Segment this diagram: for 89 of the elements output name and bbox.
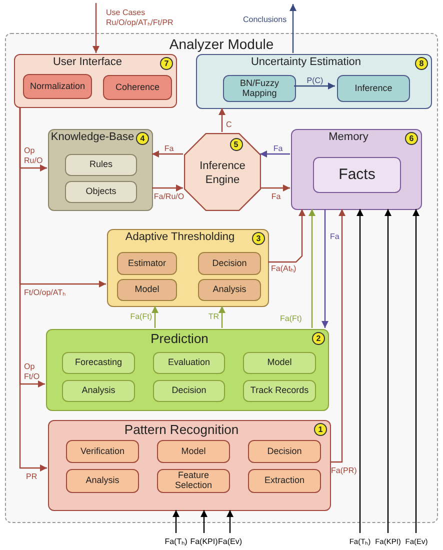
edge-label: Fa <box>330 232 340 242</box>
arrow <box>384 209 392 533</box>
process-box: Estimator <box>117 252 177 275</box>
edge-label: Op Ru/O <box>24 146 44 166</box>
arrow <box>412 209 420 533</box>
arrow <box>218 306 226 328</box>
arrow <box>260 150 290 158</box>
arrow <box>268 209 306 263</box>
arrow <box>226 510 234 533</box>
edge-label: Fa(Ft) <box>129 312 152 322</box>
panel-title: Adaptive Thresholding <box>124 231 236 243</box>
module-panel <box>48 420 331 511</box>
node-label: Inference Engine <box>198 159 246 187</box>
panel-title: User Interface <box>52 56 124 68</box>
arrow <box>19 107 47 472</box>
process-box: Rules <box>65 154 137 176</box>
process-box: Model <box>157 440 230 463</box>
panel-title: Memory <box>328 131 370 143</box>
module-panel <box>14 54 177 108</box>
edge-label: P(C) <box>306 76 324 86</box>
edge-label: Fa(Ft) <box>280 314 303 324</box>
process-box: Track Records <box>243 380 316 402</box>
process-box: Decision <box>198 252 261 275</box>
edge-label: Fa <box>272 144 284 154</box>
number-badge: 8 <box>415 57 428 70</box>
arrow <box>294 82 335 90</box>
arrow <box>322 209 328 328</box>
edge-label: Fa(Tₕ) <box>164 537 188 547</box>
edge-label: Conclusions <box>243 15 288 25</box>
edge-label: Fa <box>270 192 282 202</box>
number-badge: 6 <box>405 132 418 145</box>
edge-label: TR <box>207 312 219 322</box>
number-badge: 1 <box>314 423 327 436</box>
process-box: Extraction <box>248 469 321 493</box>
number-badge: 3 <box>252 232 265 245</box>
process-box: Verification <box>66 440 139 463</box>
arrow <box>330 209 346 463</box>
process-box: Facts <box>313 157 401 193</box>
edge-label: Op Ft/O <box>24 362 41 382</box>
arrow <box>260 184 290 192</box>
edge-label: Fa(PR) <box>331 466 358 476</box>
process-box: BN/Fuzzy Mapping <box>223 75 296 102</box>
process-box: Evaluation <box>153 352 225 374</box>
process-box: Model <box>243 352 316 374</box>
octagon-node <box>184 133 261 211</box>
module-panel <box>107 229 269 307</box>
module-frame <box>5 33 438 523</box>
process-box: Model <box>117 279 177 301</box>
process-box: Normalization <box>23 74 92 99</box>
arrow <box>200 510 208 533</box>
process-box: Analysis <box>198 279 261 301</box>
arrow <box>356 209 364 533</box>
number-badge: 7 <box>160 57 173 70</box>
edge-label: C <box>226 120 233 130</box>
panel-title: Pattern Recognition <box>123 422 240 437</box>
number-badge: 4 <box>136 132 149 145</box>
module-panel <box>196 54 432 109</box>
process-box: Decision <box>248 440 321 463</box>
arrow <box>92 3 100 53</box>
process-box: Analysis <box>62 380 135 402</box>
panel-title: Analyzer Module <box>168 36 275 52</box>
panel-title: Prediction <box>150 331 210 346</box>
process-box: Decision <box>153 380 225 402</box>
edge-label: PR <box>26 472 38 482</box>
process-box: Analysis <box>66 469 139 493</box>
process-box: Coherence <box>103 75 172 100</box>
process-box: Forecasting <box>62 352 135 374</box>
number-badge: 2 <box>312 332 325 345</box>
arrow <box>172 510 180 533</box>
arrow <box>152 306 158 328</box>
process-box: Feature Selection <box>157 469 230 493</box>
arrow <box>218 108 226 132</box>
arrow <box>290 4 296 53</box>
edge-label: Fa(KPI) <box>189 537 218 547</box>
arrow <box>152 184 183 192</box>
arrow <box>152 150 183 158</box>
edge-label: Fa(Atₕ) <box>271 264 298 274</box>
edge-label: Fa/Ru/O <box>152 192 186 202</box>
panel-title: Knowledge-Base <box>50 131 136 143</box>
module-panel <box>291 129 422 210</box>
module-panel <box>48 129 153 211</box>
process-box: Inference <box>337 75 410 102</box>
edge-label: Ft/O/op/ATₕ <box>24 288 67 298</box>
process-box: Objects <box>65 181 137 203</box>
module-panel <box>46 329 329 411</box>
arrow <box>308 209 316 328</box>
panel-title: Uncertainty Estimation <box>250 56 362 68</box>
edge-label: Use Cases Ru/O/op/ATₕ/Ft/PR <box>106 8 174 28</box>
edge-label: Fa <box>163 144 175 154</box>
